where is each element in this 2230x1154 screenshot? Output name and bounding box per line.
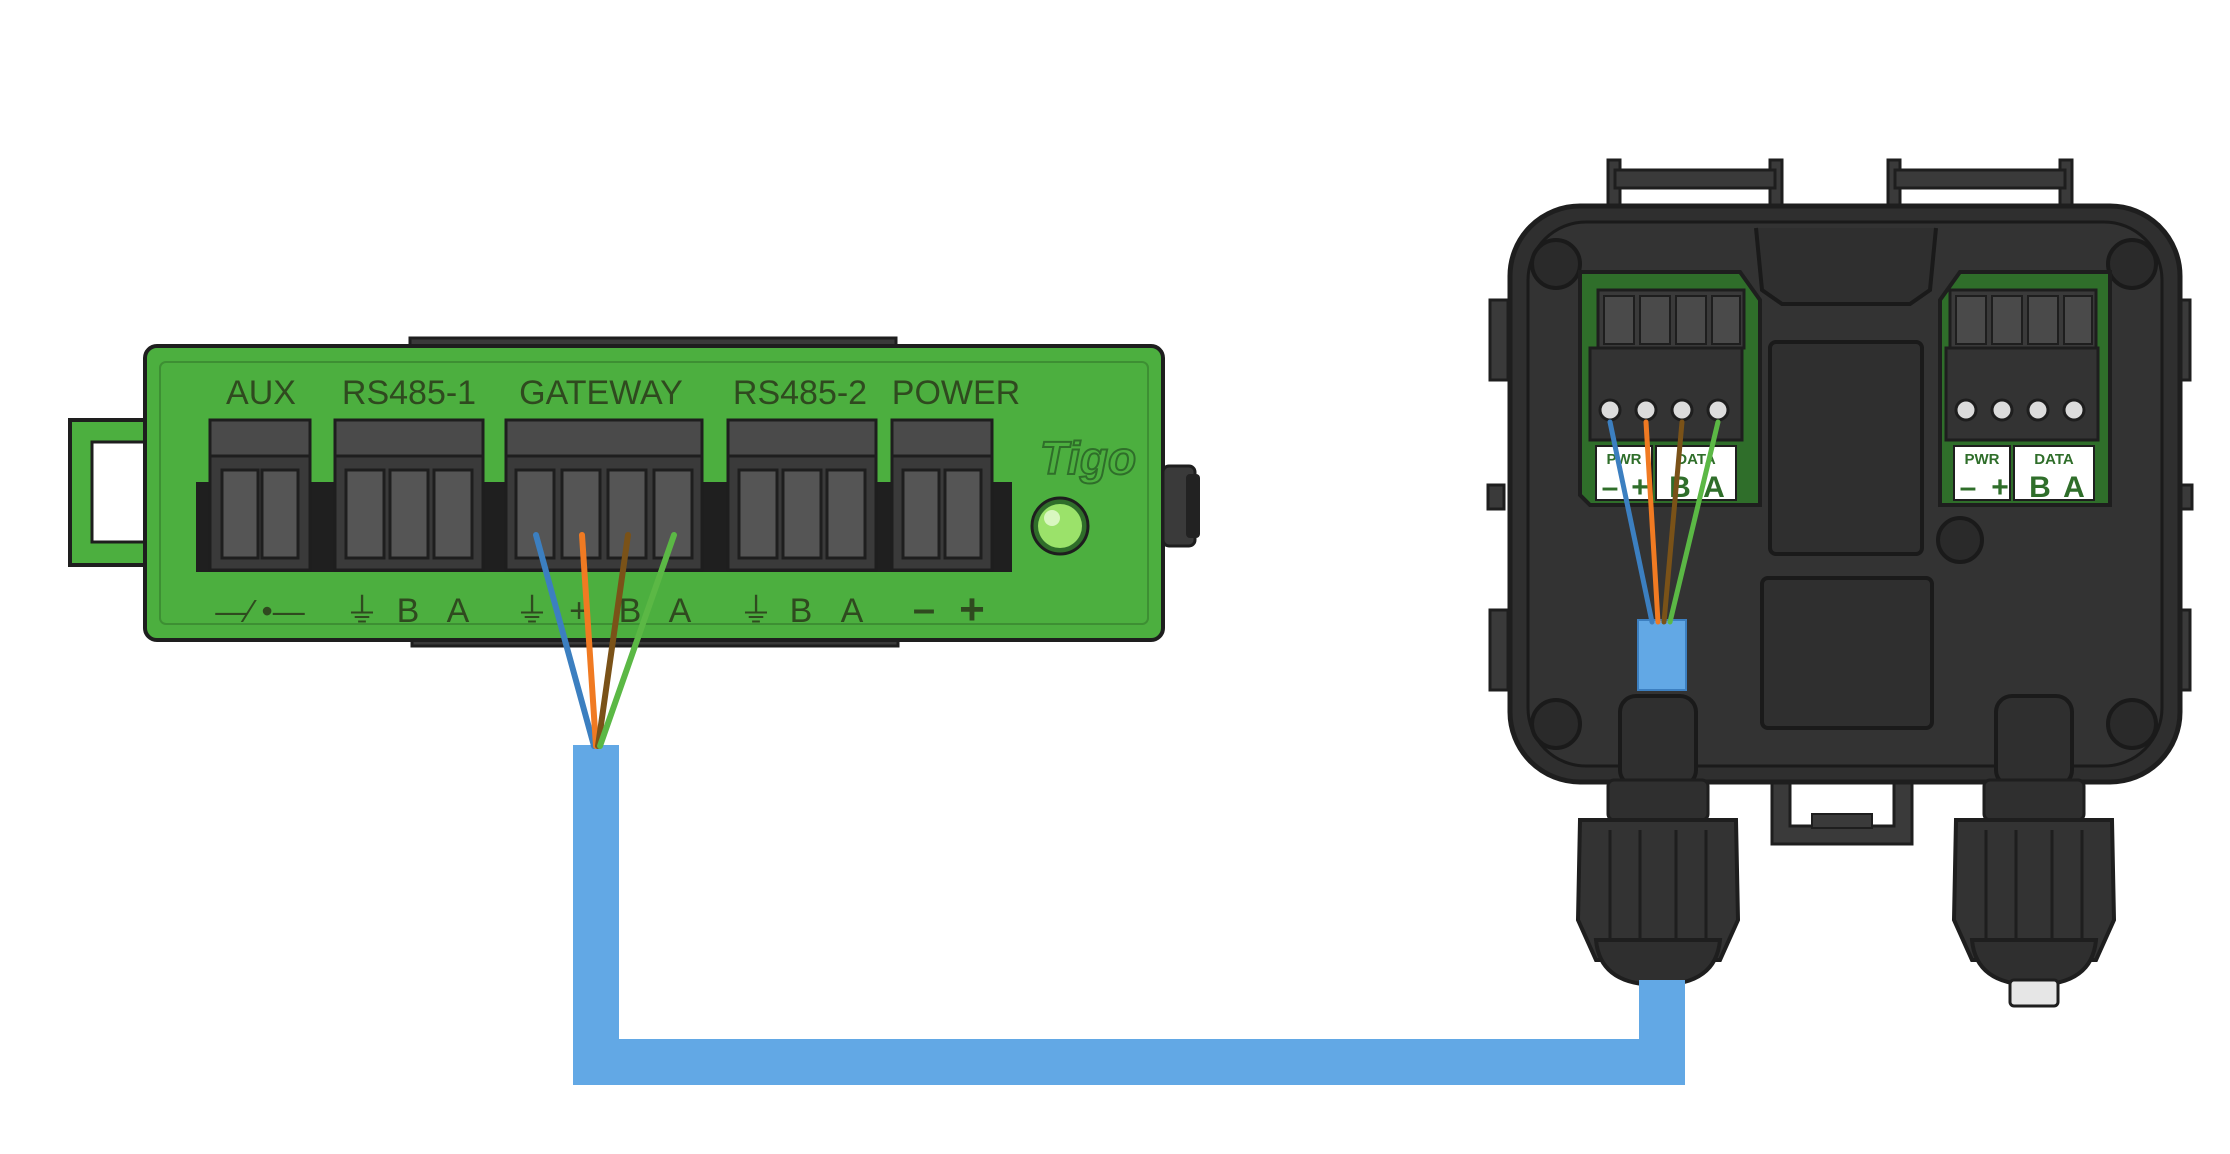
cca-device: Tigo AUX RS485-1 GATEWAY RS485-2 POWER — [68, 336, 1200, 648]
cable-gland-left — [1575, 778, 1741, 988]
pin-label-rs485-2-a: A — [841, 592, 864, 630]
wire-orange-plus — [579, 532, 599, 749]
terminal-block-power[interactable] — [890, 418, 994, 572]
tap-right-terminal-block[interactable]: PWR DATA – + B A — [1938, 270, 2112, 507]
tap-left-terminal-block[interactable]: PWR DATA – + B A — [1578, 270, 1762, 507]
brand-logo: Tigo — [1040, 432, 1136, 484]
tap-right-pin-a: A — [2063, 471, 2085, 504]
pin-label-gateway-ground: ⏚ — [515, 592, 549, 630]
tap-left-pin-a: A — [1703, 471, 1725, 504]
terminal-block-rs485-2[interactable] — [726, 418, 878, 572]
tap-left-pin-minus: – — [1602, 471, 1619, 504]
tap-right-pin-plus: + — [1991, 471, 2009, 504]
port-label-rs485-2: RS485-2 — [733, 374, 867, 412]
pin-label-power-minus: – — [913, 587, 935, 631]
pin-label-gateway-b: B — [619, 592, 642, 630]
cable-gland-right — [1951, 778, 2117, 1008]
tap-enclosure: PWR DATA – + B A PWR DATA – + B — [1486, 158, 2194, 1008]
tap-right-data-label: DATA — [2034, 451, 2074, 468]
tap-wires — [1607, 419, 1721, 625]
pin-label-rs485-1-b: B — [397, 592, 420, 630]
tap-left-pin-b: B — [1669, 471, 1691, 504]
pin-label-rs485-2-ground: ⏚ — [739, 592, 773, 630]
pin-label-gateway-a: A — [669, 592, 692, 630]
tap-left-pwr-label: PWR — [1607, 451, 1642, 468]
tap-right-pin-b: B — [2029, 471, 2051, 504]
pin-label-rs485-2-b: B — [790, 592, 813, 630]
pin-label-rs485-1-ground: ⏚ — [345, 592, 379, 630]
port-label-power: POWER — [892, 374, 1020, 412]
pin-label-rs485-1-a: A — [447, 592, 470, 630]
wire-blue-ground — [533, 532, 597, 749]
tap-left-pin-plus: + — [1631, 471, 1649, 504]
tap-right-pwr-label: PWR — [1965, 451, 2000, 468]
tap-right-pin-minus: – — [1960, 471, 1977, 504]
terminal-block-rs485-1[interactable] — [333, 418, 485, 572]
port-label-gateway: GATEWAY — [519, 374, 683, 412]
pin-label-aux-switch: —∕ •— — [215, 593, 304, 629]
pin-label-power-plus: + — [959, 585, 985, 634]
communication-cable — [573, 619, 1687, 1085]
port-label-aux: AUX — [226, 374, 296, 412]
wire-green-a — [597, 532, 677, 749]
port-label-rs485-1: RS485-1 — [342, 374, 476, 412]
terminal-block-aux[interactable] — [208, 418, 312, 572]
wire-brown-b — [595, 532, 631, 749]
gateway-wires — [533, 532, 677, 749]
